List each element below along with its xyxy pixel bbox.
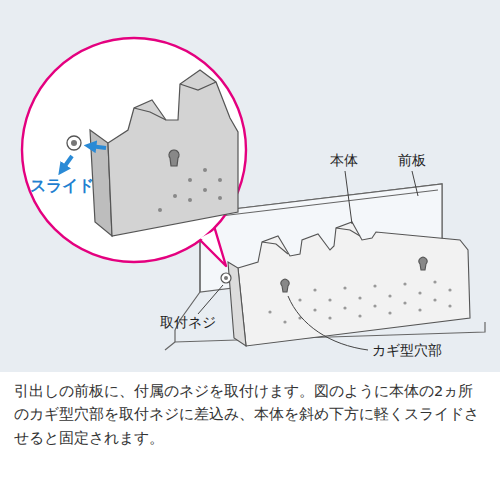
slide-arrows [62, 146, 106, 170]
body-holes [268, 280, 451, 323]
slide-label: スライド [30, 176, 94, 195]
background-panel [0, 0, 500, 372]
part-label: 前板 [398, 152, 426, 169]
inset-screw [67, 136, 81, 150]
inset-holes [158, 168, 222, 212]
leader-lines [198, 171, 418, 350]
screw [221, 273, 231, 283]
part-label: 取付ネジ [160, 314, 216, 331]
part-label: カギ型穴部 [372, 342, 442, 359]
knife-block-body [228, 222, 470, 346]
inset-callout [22, 38, 246, 266]
part-label: 本体 [330, 152, 358, 169]
inset-block [90, 70, 238, 236]
caption: 引出しの前板に、付属のネジを取付けます。図のように本体の2ヵ所のカギ型穴部を取付… [14, 380, 488, 450]
